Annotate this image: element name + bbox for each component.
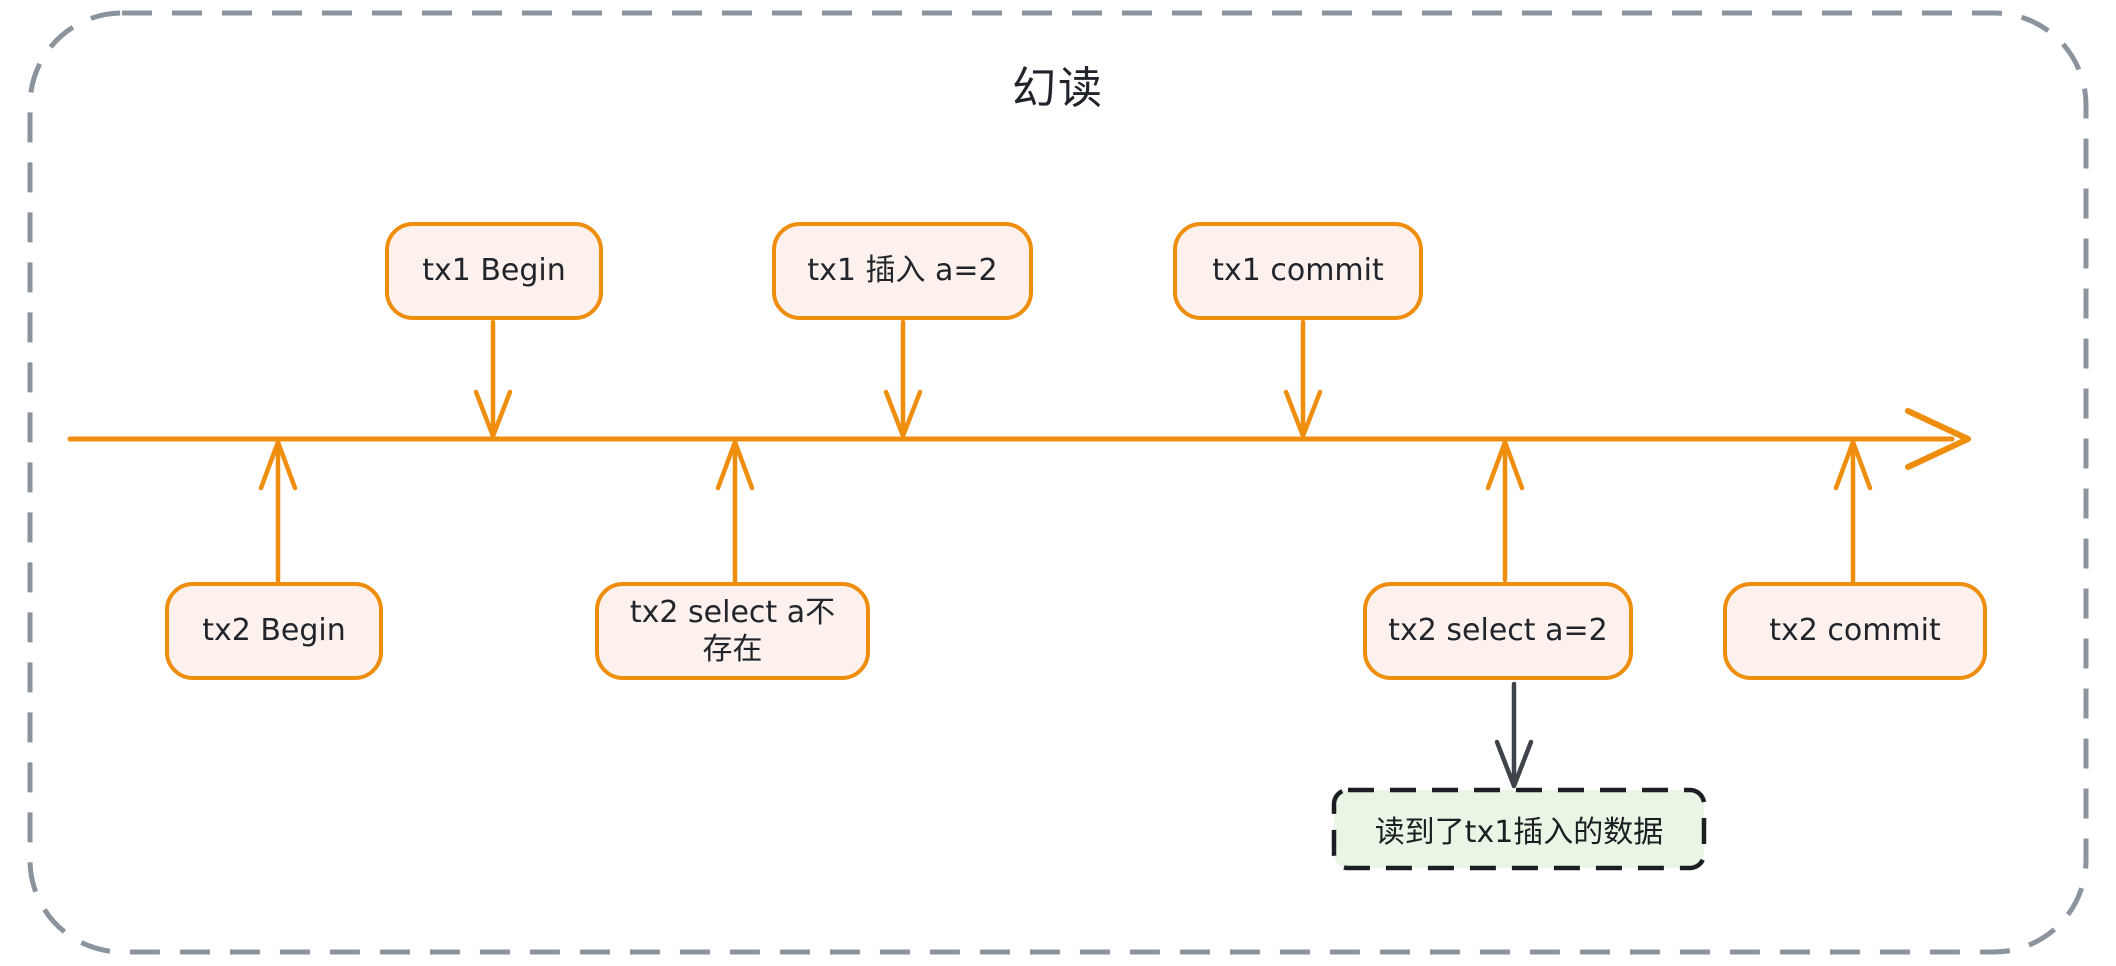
event-box-tx2-commit: tx2 commit	[1723, 582, 1987, 680]
arrow-up-tx2-commit	[1833, 439, 1873, 585]
event-label: tx2 commit	[1769, 613, 1941, 649]
event-label: tx2 Begin	[202, 613, 346, 649]
event-label: tx2 select a不 存在	[629, 594, 836, 668]
event-label: tx1 插入 a=2	[807, 253, 998, 289]
arrow-up-tx2-begin	[258, 439, 298, 585]
event-label: tx1 Begin	[422, 253, 566, 289]
arrow-down-tx1-insert	[883, 319, 923, 439]
event-box-tx1-begin: tx1 Begin	[385, 222, 603, 320]
timeline-arrowhead-icon	[1905, 408, 1971, 470]
event-box-tx2-select-a2: tx2 select a=2	[1363, 582, 1633, 680]
arrow-down-tx1-begin	[473, 319, 513, 439]
arrow-up-tx2-select-a2	[1485, 439, 1525, 583]
event-box-tx2-select-missing: tx2 select a不 存在	[595, 582, 870, 680]
arrow-up-tx2-select-missing	[715, 439, 755, 585]
outer-dashed-border	[27, 10, 2089, 955]
arrow-down-tx1-commit	[1283, 319, 1323, 439]
event-label: tx2 select a=2	[1388, 613, 1608, 649]
event-box-tx2-begin: tx2 Begin	[165, 582, 383, 680]
arrow-down-result	[1494, 681, 1534, 789]
event-label: tx1 commit	[1212, 253, 1384, 289]
result-box: 读到了tx1插入的数据	[1334, 790, 1704, 868]
result-label: 读到了tx1插入的数据	[1374, 815, 1664, 850]
diagram-title: 幻读	[1012, 63, 1104, 114]
result-box-shape	[1331, 787, 1707, 871]
event-box-tx1-insert: tx1 插入 a=2	[772, 222, 1033, 320]
event-box-tx1-commit: tx1 commit	[1173, 222, 1423, 320]
